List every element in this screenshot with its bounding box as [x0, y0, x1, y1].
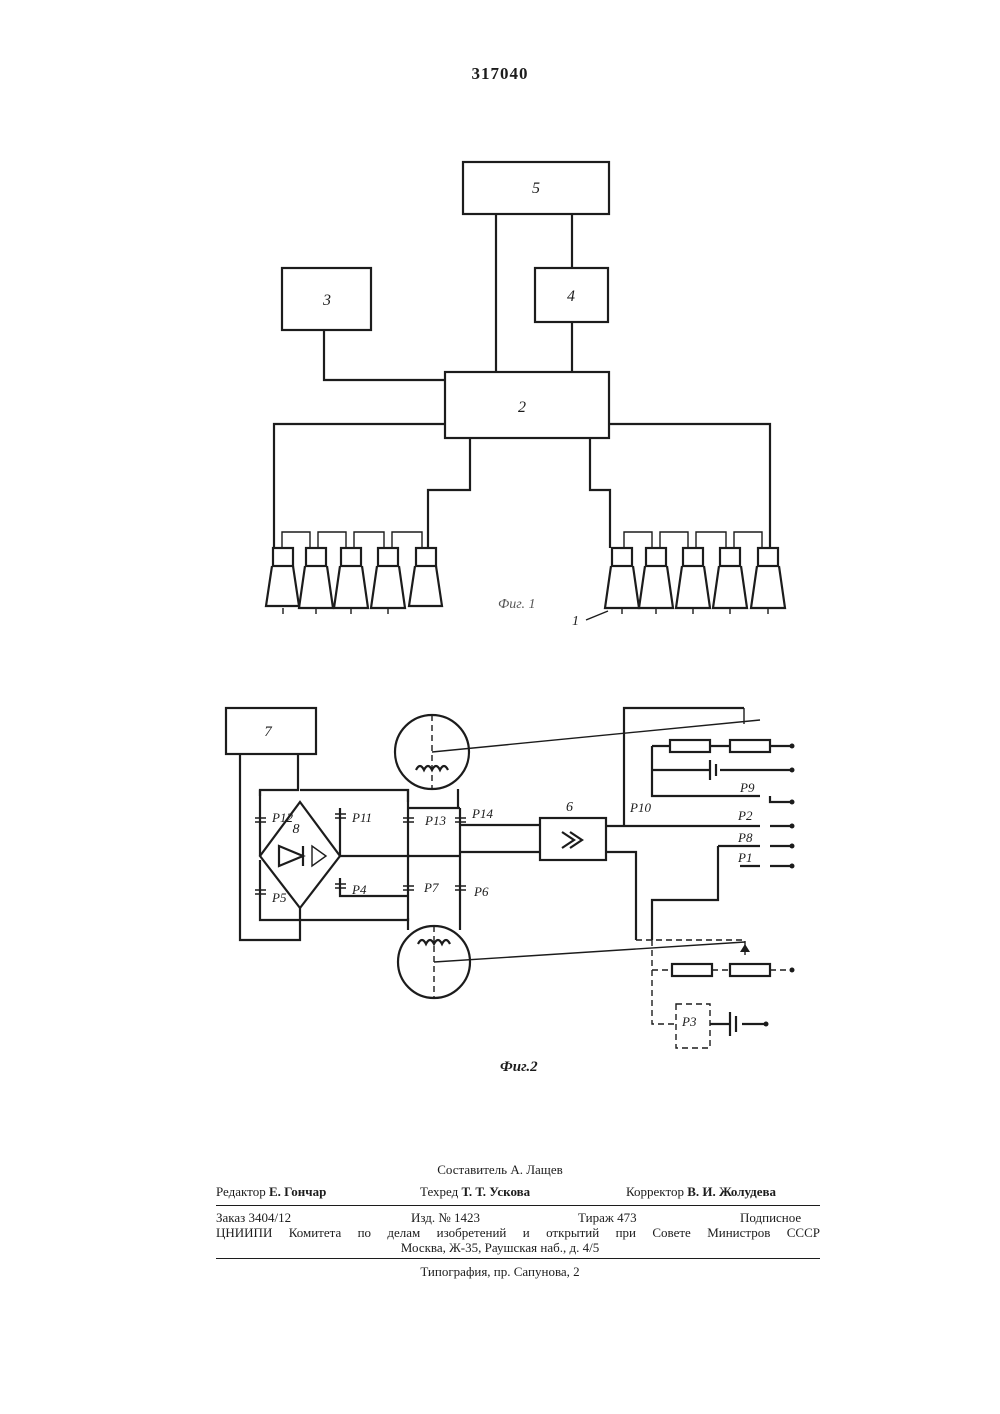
block-3-label: 3 — [322, 292, 331, 309]
battery-upper — [710, 760, 716, 780]
wire-2-left-outer — [274, 424, 445, 548]
corrector-line: Корректор В. И. Жолудева — [626, 1184, 776, 1200]
techred-label: Техред — [420, 1184, 458, 1199]
wire-7-bridge — [240, 754, 300, 940]
ref-leader-1 — [586, 611, 608, 620]
amplifier-symbol — [562, 832, 582, 848]
wire-3-2 — [324, 330, 445, 380]
techred-line: Техред Т. Т. Ускова — [420, 1184, 530, 1200]
drawing-sheet: 5 3 4 2 — [0, 0, 1000, 1100]
order-number: Заказ 3404/12 — [216, 1210, 291, 1226]
wire-2-right-inner — [590, 438, 610, 548]
battery-lower — [730, 1012, 736, 1036]
figure-2-caption: Фиг.2 — [500, 1059, 538, 1075]
wire-2-left-inner — [428, 438, 470, 548]
compiler-line: Составитель А. Лащев — [0, 1162, 1000, 1178]
institute-line: ЦНИИПИ Комитета по делам изобретений и о… — [216, 1225, 820, 1241]
circulation: Тираж 473 — [578, 1210, 637, 1226]
potentiometer-lower — [730, 964, 770, 976]
relay-p6-label: P6 — [473, 884, 489, 899]
relay-p5-label: P5 — [271, 890, 287, 905]
printer-line: Типография, пр. Сапунова, 2 — [0, 1264, 1000, 1280]
corrector-label: Корректор — [626, 1184, 684, 1199]
editor-name: Е. Гончар — [269, 1184, 326, 1199]
block-8-label: 8 — [293, 822, 300, 837]
edition-number: Изд. № 1423 — [411, 1210, 480, 1226]
block-5-label: 5 — [532, 180, 540, 197]
address-line: Москва, Ж-35, Раушская наб., д. 4/5 — [0, 1240, 1000, 1256]
diode-symbol — [279, 846, 303, 866]
wire-bridge-motor-top — [300, 790, 408, 802]
editor-label: Редактор — [216, 1184, 266, 1199]
resistor-lower-1 — [672, 964, 712, 976]
footer-rule-bottom — [216, 1258, 820, 1259]
relay-p11-label: P11 — [351, 810, 372, 825]
relay-p2-label: P2 — [737, 808, 753, 823]
wire-7-p12 — [260, 754, 298, 856]
amplifier-6-label: 6 — [566, 800, 573, 815]
relay-p7-label: P7 — [423, 880, 439, 895]
transducer-group-right — [605, 532, 785, 614]
figure-1: 5 3 4 2 — [266, 162, 785, 629]
editor-line: Редактор Е. Гончар — [216, 1184, 326, 1200]
block-4-label: 4 — [567, 288, 575, 305]
relay-p4-label: P4 — [351, 882, 367, 897]
relay-p3-label: P3 — [681, 1014, 697, 1029]
block-2-label: 2 — [518, 399, 526, 416]
diode-symbol-2 — [312, 846, 326, 866]
wire-2-right-outer — [609, 424, 770, 548]
figure-2: 7 8 P12 P5 P11 P4 P13 P14 — [226, 708, 795, 1075]
block-2 — [445, 372, 609, 438]
relay-p9-label: P9 — [739, 780, 755, 795]
relay-p14-label: P14 — [471, 806, 493, 821]
relay-p13-label: P13 — [424, 813, 446, 828]
potentiometer-upper — [730, 740, 770, 752]
techred-name: Т. Т. Ускова — [462, 1184, 531, 1199]
corrector-name: В. И. Жолудева — [687, 1184, 776, 1199]
motor-lower-shaft — [434, 942, 745, 962]
figure-1-caption: Фиг. 1 — [498, 597, 536, 612]
resistor-upper-1 — [670, 740, 710, 752]
ref-label-1: 1 — [572, 614, 579, 629]
transducer-group-left — [266, 532, 442, 614]
block-7-label: 7 — [264, 724, 273, 740]
subscription: Подписное — [740, 1210, 801, 1226]
footer-rule-top — [216, 1205, 820, 1206]
relay-p12-label: P12 — [271, 810, 293, 825]
relay-p8-label: P8 — [737, 830, 753, 845]
relay-p10-label: P10 — [629, 800, 651, 815]
relay-p1-label: P1 — [737, 850, 752, 865]
